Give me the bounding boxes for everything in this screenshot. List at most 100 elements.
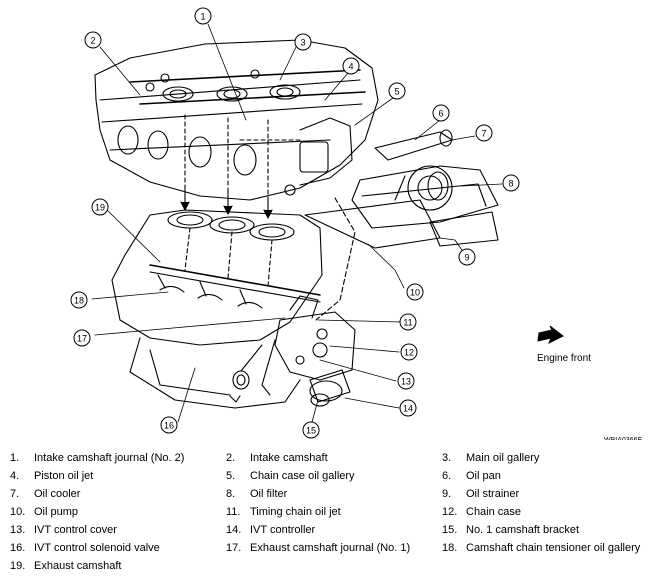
legend-label: Piston oil jet	[34, 470, 94, 482]
legend-number: 12.	[442, 506, 458, 518]
legend-number: 11.	[226, 506, 241, 518]
callout-13: 13	[397, 372, 415, 390]
parts-legend: 1. Intake camshaft journal (No. 2) 2.Intak…	[0, 446, 654, 574]
oil-pump-assembly	[261, 295, 356, 396]
legend-item: 10. Oil pump	[10, 506, 78, 519]
legend-label: Oil pump	[34, 506, 79, 518]
legend-label: Exhaust camshaft	[34, 560, 122, 572]
cylinder-head	[94, 39, 379, 201]
legend-label: Intake camshaft journal (No. 2)	[34, 452, 185, 464]
callout-5: 5	[388, 82, 406, 100]
legend-label: Camshaft chain tensioner oil gallery	[466, 542, 641, 554]
legend-item: 3.Main oil gallery	[442, 452, 539, 465]
callout-number: 17	[77, 334, 87, 344]
legend-label: Oil filter	[250, 488, 288, 500]
legend-label: Exhaust camshaft journal (No. 1)	[250, 542, 411, 554]
engine-lubrication-diagram: Engine front WBIA0366E 12345678910111213…	[70, 7, 642, 440]
callout-number: 18	[74, 296, 84, 306]
callout-18: 18	[70, 291, 88, 309]
callout-number: 14	[403, 404, 413, 414]
legend-item: 1. Intake camshaft journal (No. 2)	[10, 452, 184, 465]
legend-number: 13.	[10, 524, 26, 536]
legend-label: Chain case oil gallery	[250, 470, 355, 482]
callout-number: 9	[464, 253, 469, 263]
figure-reference: WBIA0366E	[604, 437, 642, 440]
callout-10: 10	[406, 283, 424, 301]
legend-item: 4. Piston oil jet	[10, 470, 93, 483]
legend-label: IVT control solenoid valve	[34, 542, 160, 554]
legend-number: 17.	[226, 542, 242, 554]
legend-number: 9.	[442, 488, 452, 500]
legend-number: 14.	[226, 524, 242, 536]
callout-number: 8	[508, 179, 513, 189]
legend-item: 11.Timing chain oil jet	[226, 506, 341, 519]
legend-label: No. 1 camshaft bracket	[466, 524, 580, 536]
oil-pan	[129, 337, 301, 409]
legend-item: 16. IVT control solenoid valve	[10, 542, 160, 555]
legend-number: 19.	[10, 560, 26, 572]
callout-number: 13	[401, 377, 411, 387]
legend-number: 15.	[442, 524, 458, 536]
legend-item: 15. No. 1 camshaft bracket	[442, 524, 579, 537]
oil-filter	[309, 369, 351, 407]
legend-number: 1.	[10, 452, 20, 464]
legend-item: 14. IVT controller	[226, 524, 315, 537]
legend-item: 8. Oil filter	[226, 488, 287, 501]
callout-7: 7	[475, 124, 493, 142]
legend-label: Intake camshaft	[250, 452, 328, 464]
callout-number: 6	[438, 109, 443, 119]
legend-label: IVT control cover	[34, 524, 117, 536]
callout-15: 15	[302, 421, 320, 439]
block-oil-passages	[184, 227, 273, 287]
legend-item: 9. Oil strainer	[442, 488, 519, 501]
engine-front-label: Engine front	[537, 353, 591, 364]
legend-number: 5.	[226, 470, 236, 482]
callout-9: 9	[458, 248, 476, 266]
chain-case-oil-line	[315, 197, 356, 321]
legend-label: Oil cooler	[34, 488, 81, 500]
legend-item: 2.Intake camshaft	[226, 452, 328, 465]
cylinder-block	[111, 209, 323, 346]
callout-3: 3	[294, 33, 312, 51]
callout-number: 2	[90, 36, 95, 46]
callout-14: 14	[399, 399, 417, 417]
callout-11: 11	[399, 313, 417, 331]
legend-number: 16.	[10, 542, 26, 554]
legend-label: Oil strainer	[466, 488, 520, 500]
callout-number: 19	[95, 203, 105, 213]
legend-label: Main oil gallery	[466, 452, 540, 464]
head-oil-passages	[184, 114, 301, 201]
legend-item: 6.Oil pan	[442, 470, 501, 483]
callout-number: 3	[300, 38, 305, 48]
legend-item: 17. Exhaust camshaft journal (No. 1)	[226, 542, 410, 555]
callout-number: 10	[410, 288, 420, 298]
callout-number: 4	[348, 62, 353, 72]
callout-19: 19	[91, 198, 109, 216]
legend-number: 18.	[442, 542, 458, 554]
engine-front-arrow: Engine front	[537, 325, 591, 364]
legend-number: 6.	[442, 470, 452, 482]
legend-number: 4.	[10, 470, 20, 482]
legend-item: 19. Exhaust camshaft	[10, 560, 121, 573]
callout-number: 15	[306, 426, 316, 436]
callout-number: 12	[404, 348, 414, 358]
callout-16: 16	[160, 416, 178, 434]
legend-number: 7.	[10, 488, 20, 500]
legend-label: Chain case	[466, 506, 522, 518]
callout-6: 6	[432, 104, 450, 122]
callout-8: 8	[502, 174, 520, 192]
callout-1: 1	[194, 7, 212, 25]
callout-4: 4	[342, 57, 360, 75]
legend-label: IVT controller	[250, 524, 316, 536]
legend-number: 8.	[226, 488, 236, 500]
legend-item: 13. IVT control cover	[10, 524, 117, 537]
ivt-assembly	[304, 129, 499, 249]
callout-2: 2	[84, 31, 102, 49]
legend-item: 12. Chain case	[442, 506, 521, 519]
callout-number: 5	[394, 87, 399, 97]
callout-number: 7	[481, 129, 486, 139]
callout-17: 17	[73, 329, 91, 347]
legend-number: 10.	[10, 506, 26, 518]
callout-number: 1	[200, 12, 205, 22]
